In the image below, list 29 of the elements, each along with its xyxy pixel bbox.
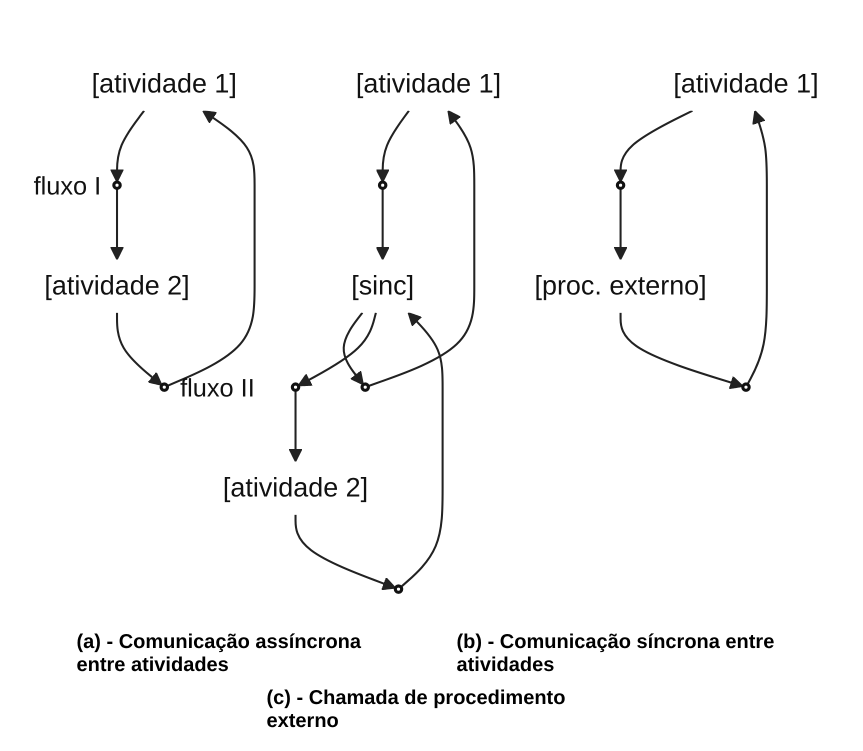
arrow — [288, 390, 302, 462]
arrow — [110, 110, 145, 182]
arrow — [298, 312, 377, 386]
arrow — [400, 312, 444, 588]
flow-circle — [360, 382, 370, 392]
arrow — [376, 188, 390, 260]
flow-label: fluxo I — [34, 172, 102, 200]
flow-circle — [160, 382, 170, 392]
flow-circle — [394, 584, 404, 594]
figure-caption: (b) - Comunicação síncrona entre atividades — [456, 631, 776, 677]
arrow — [368, 110, 476, 387]
arrow — [166, 110, 256, 386]
arrow — [110, 188, 124, 260]
arrow — [342, 312, 364, 385]
arrow — [746, 110, 768, 384]
arrow — [620, 312, 744, 389]
arrow — [116, 312, 162, 386]
figure-caption: (c) - Chamada de procedimento externo — [266, 687, 566, 733]
flow-circle — [616, 180, 626, 190]
arrow — [614, 109, 693, 182]
flow-circle — [741, 382, 751, 392]
flow-label: fluxo II — [180, 374, 255, 402]
figure-caption: (a) - Comunicação assíncrona entre atividades — [76, 631, 362, 677]
arrow — [376, 110, 410, 182]
arrow — [294, 514, 396, 590]
arrow — [614, 188, 628, 260]
flow-circle — [290, 382, 300, 392]
flow-circle — [378, 180, 388, 190]
flow-circle — [112, 180, 122, 190]
